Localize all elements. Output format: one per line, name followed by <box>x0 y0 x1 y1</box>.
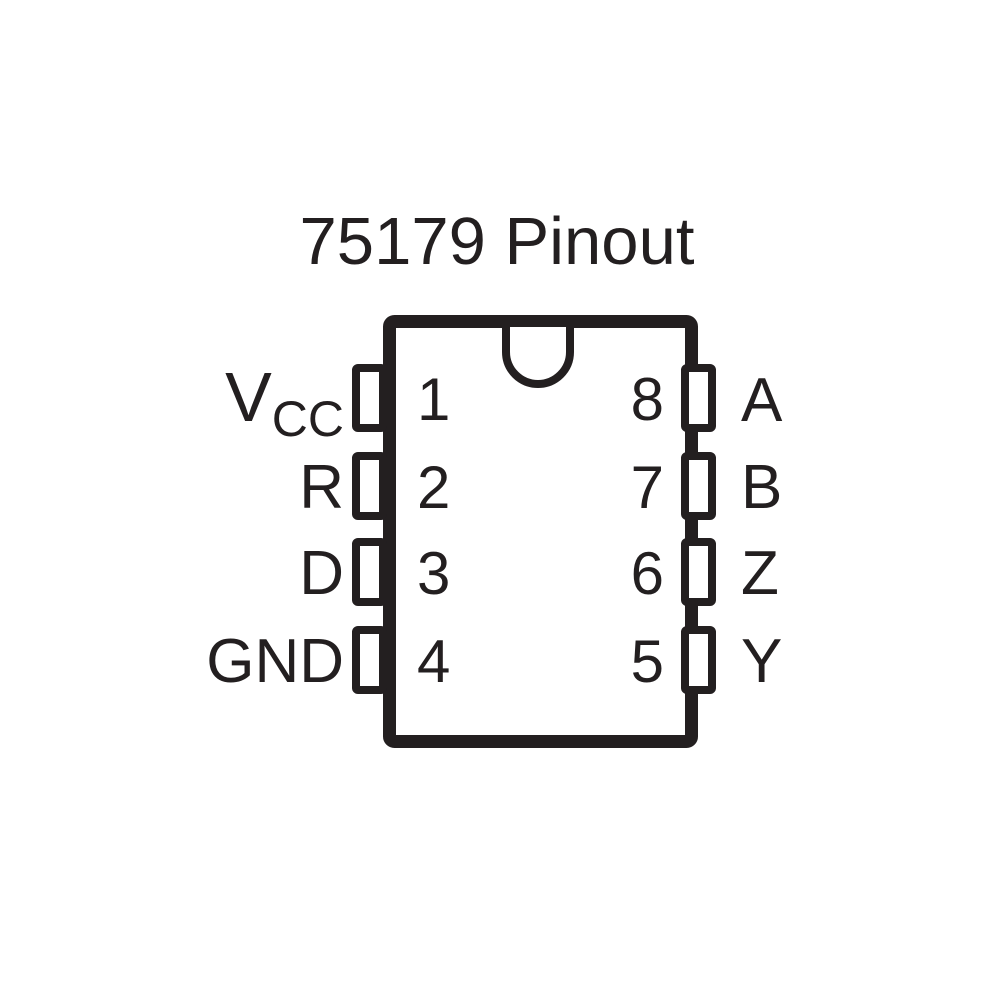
pin-label-gnd: GND <box>206 627 344 696</box>
pin-number-4: 4 <box>417 628 450 695</box>
pin-pad-4 <box>352 626 387 694</box>
pin-number-3: 3 <box>417 540 450 607</box>
orientation-notch-icon <box>502 327 574 388</box>
pin-number-7: 7 <box>631 454 664 521</box>
pin-pad-5 <box>681 626 716 694</box>
left-pin-pads <box>352 364 387 694</box>
pin-number-2: 2 <box>417 454 450 521</box>
pin-number-8: 8 <box>631 366 664 433</box>
pin-pad-6 <box>681 538 716 606</box>
left-pin-labels: VCC R D GND <box>206 358 344 696</box>
pin-pad-3 <box>352 538 387 606</box>
pin-pad-2 <box>352 452 387 520</box>
right-pin-numbers: 8 7 6 5 <box>631 366 664 695</box>
pin-pad-8 <box>681 364 716 432</box>
pin-pad-1 <box>352 364 387 432</box>
pin-label-r: R <box>299 453 344 522</box>
pin-label-y: Y <box>741 627 782 696</box>
pin-number-5: 5 <box>631 628 664 695</box>
pin-label-vcc: VCC <box>225 358 344 447</box>
right-pin-labels: A B Z Y <box>741 366 783 696</box>
chip-body <box>383 315 698 748</box>
pin-label-b: B <box>741 453 782 522</box>
pin-number-1: 1 <box>417 366 450 433</box>
left-pin-numbers: 1 2 3 4 <box>417 366 450 695</box>
diagram-title: 75179 Pinout <box>299 204 695 279</box>
pin-label-vcc-subscript: CC <box>272 391 344 447</box>
pin-label-vcc-main: V <box>225 358 272 436</box>
pin-label-d: D <box>299 539 344 608</box>
pin-label-a: A <box>741 366 783 435</box>
pin-label-z: Z <box>741 539 779 608</box>
right-pin-pads <box>681 364 716 694</box>
pin-pad-7 <box>681 452 716 520</box>
pin-number-6: 6 <box>631 540 664 607</box>
